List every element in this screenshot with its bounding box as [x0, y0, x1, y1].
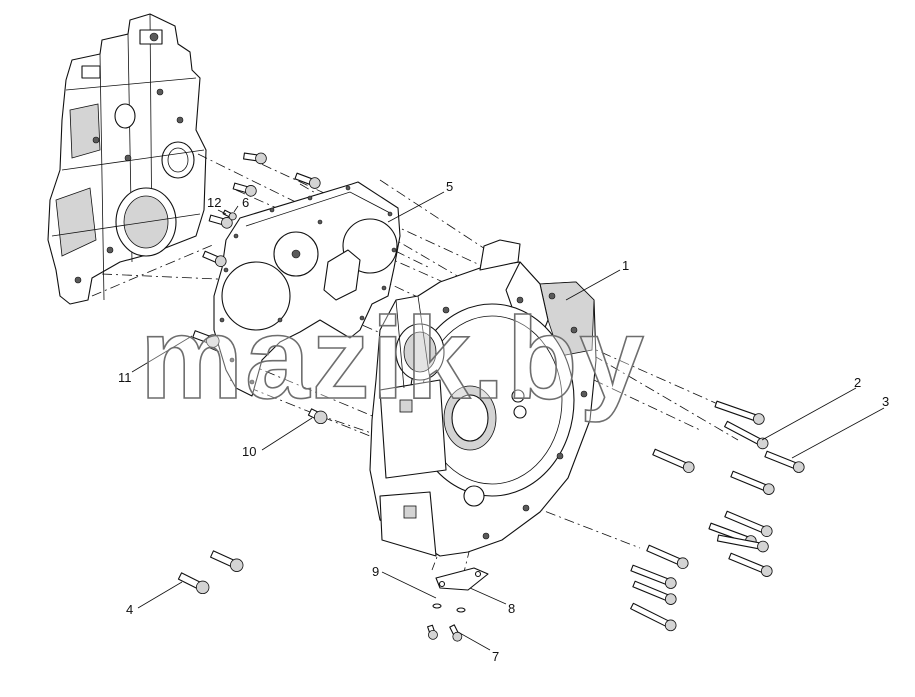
bolt-head: [313, 410, 328, 425]
callout-6: 6: [242, 195, 249, 210]
callout-12: 12: [207, 195, 221, 210]
cover-plate: [435, 567, 489, 591]
washer: [432, 603, 466, 613]
leader-lines: [131, 191, 885, 651]
bolt-head: [452, 631, 463, 642]
bolt-shank: [724, 420, 762, 446]
bolt-shank: [652, 448, 688, 470]
flywheel-housing: [369, 239, 597, 557]
callout-10: 10: [242, 444, 256, 459]
callout-8: 8: [508, 601, 515, 616]
bolt-head: [792, 461, 805, 473]
bolt-head: [756, 437, 769, 450]
bolt-head: [228, 212, 237, 221]
bolt-head: [230, 558, 244, 572]
callout-1: 1: [622, 258, 629, 273]
callout-2: 2: [854, 375, 861, 390]
bolt-shank: [730, 470, 768, 492]
bolt-head: [664, 619, 677, 632]
callout-4: 4: [126, 602, 133, 617]
bolt-shank: [632, 580, 670, 602]
bolt-shank: [646, 544, 682, 566]
bolt-head: [760, 565, 773, 577]
bolt-head: [760, 525, 773, 537]
bolt-head: [245, 185, 257, 197]
bolt-head: [664, 593, 677, 605]
bolt-shank: [714, 400, 758, 422]
bolt-head: [195, 580, 210, 595]
bolt-head: [753, 413, 765, 425]
bolt-shank: [724, 510, 766, 534]
gasket-plate: [213, 181, 401, 397]
bolt-shank: [630, 602, 670, 628]
bolt-head: [309, 177, 321, 189]
bolt-head: [762, 483, 775, 495]
bolt-head: [255, 152, 267, 165]
bolt-head: [682, 461, 695, 474]
bolt-head: [664, 577, 677, 589]
callout-7: 7: [492, 649, 499, 664]
bolt-group: [177, 152, 805, 642]
bolt-shank: [728, 552, 766, 574]
bolt-shank: [764, 450, 798, 470]
bolt-head: [221, 217, 233, 229]
callout-11: 11: [118, 370, 132, 385]
callout-5: 5: [446, 179, 453, 194]
bolt-head: [757, 540, 769, 553]
callout-9: 9: [372, 564, 379, 579]
rear-timing-case: [47, 13, 207, 305]
bolt-head: [428, 629, 438, 640]
callout-3: 3: [882, 394, 889, 409]
watermark-logo: mazik.by: [140, 293, 646, 423]
bolt-head: [206, 334, 220, 348]
bolt-head: [676, 557, 689, 570]
bolt-head: [214, 255, 227, 267]
